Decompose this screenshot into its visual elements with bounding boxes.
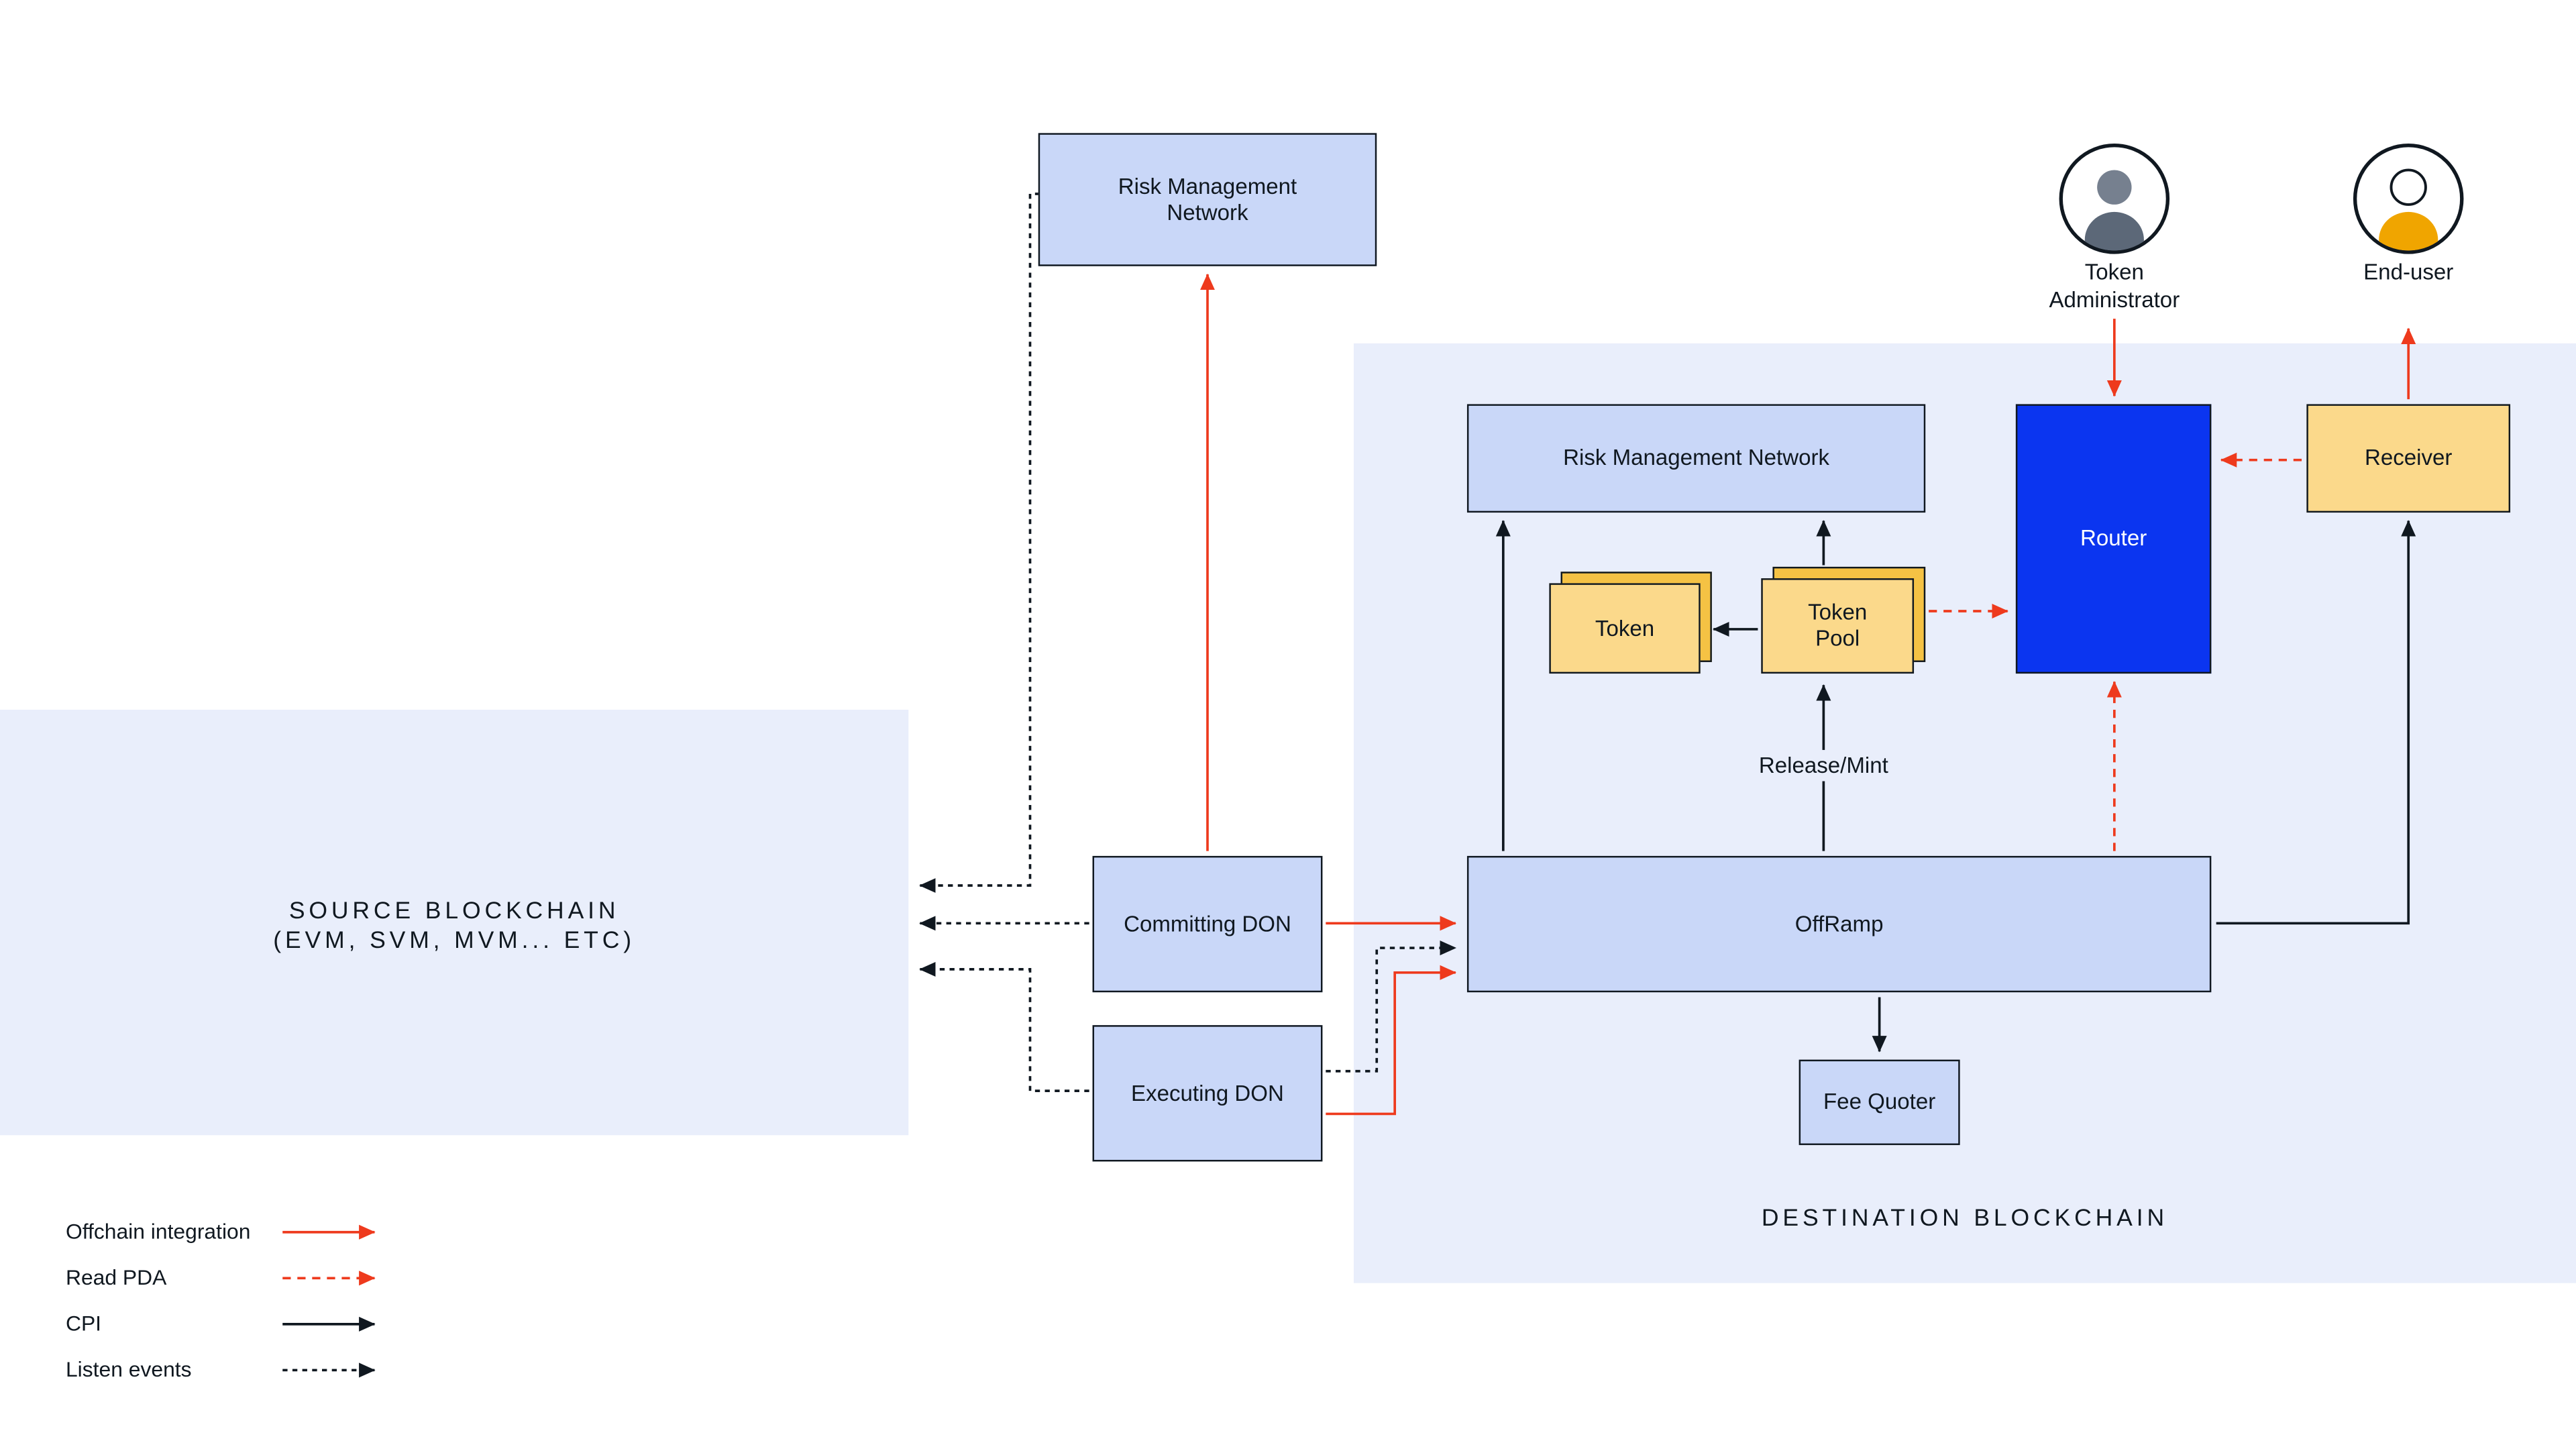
region-source-blockchain: SOURCE BLOCKCHAIN (EVM, SVM, MVM... ETC) xyxy=(0,709,909,1136)
router-label: Router xyxy=(2080,525,2147,551)
receiver-label: Receiver xyxy=(2364,445,2453,470)
executing-don-label: Executing DON xyxy=(1131,1080,1284,1105)
node-receiver: Receiver xyxy=(2306,404,2511,513)
destination-blockchain-title: DESTINATION BLOCKCHAIN xyxy=(1761,1205,2169,1232)
edge-executing-don-listen-source xyxy=(919,961,1089,1092)
source-blockchain-title-line1: SOURCE BLOCKCHAIN xyxy=(288,898,620,925)
node-fee-quoter: Fee Quoter xyxy=(1799,1059,1960,1145)
legend-item-cpi: CPI xyxy=(65,1311,102,1336)
node-risk-management-network-destination: Risk Management Network xyxy=(1466,404,1926,513)
node-token-pool: Token Pool xyxy=(1761,578,1915,674)
edge-executing-don-listen-offramp xyxy=(1326,941,1457,1073)
node-risk-management-network-offchain: Risk Management Network xyxy=(1038,133,1377,266)
node-committing-don: Committing DON xyxy=(1092,855,1323,993)
node-offramp: OffRamp xyxy=(1466,855,2212,993)
offramp-label: OffRamp xyxy=(1794,910,1884,936)
committing-don-label: Committing DON xyxy=(1124,910,1291,936)
legend-item-read-pda: Read PDA xyxy=(65,1265,167,1290)
actor-end-user: End-user xyxy=(2351,142,2465,284)
token-pool-label: Token Pool xyxy=(1808,599,1868,651)
edge-rmn-offchain-listen-source xyxy=(919,193,1040,894)
token-administrator-label: Token Administrator xyxy=(2049,259,2180,313)
release-mint-label: Release/Mint xyxy=(1750,749,1897,782)
token-administrator-icon xyxy=(2059,144,2170,254)
legend-item-listen-events: Listen events xyxy=(65,1356,192,1382)
legend-item-offchain-integration: Offchain integration xyxy=(65,1219,251,1244)
token-label: Token xyxy=(1595,615,1655,640)
source-blockchain-title-line2: (EVM, SVM, MVM... ETC) xyxy=(273,928,635,955)
node-router: Router xyxy=(2015,404,2212,674)
actor-token-administrator: Token Administrator xyxy=(2049,142,2180,312)
node-token: Token xyxy=(1549,583,1701,674)
end-user-label: End-user xyxy=(2363,259,2454,284)
edge-executing-don-to-offramp xyxy=(1326,965,1457,1116)
rmn-destination-label: Risk Management Network xyxy=(1563,445,1830,470)
source-blockchain-title: SOURCE BLOCKCHAIN (EVM, SVM, MVM... ETC) xyxy=(0,897,908,956)
end-user-icon xyxy=(2353,144,2464,254)
node-executing-don: Executing DON xyxy=(1092,1025,1323,1162)
rmn-offchain-label: Risk Management Network xyxy=(1118,173,1297,225)
edge-offramp-to-receiver xyxy=(2216,520,2416,925)
fee-quoter-label: Fee Quoter xyxy=(1823,1089,1936,1114)
